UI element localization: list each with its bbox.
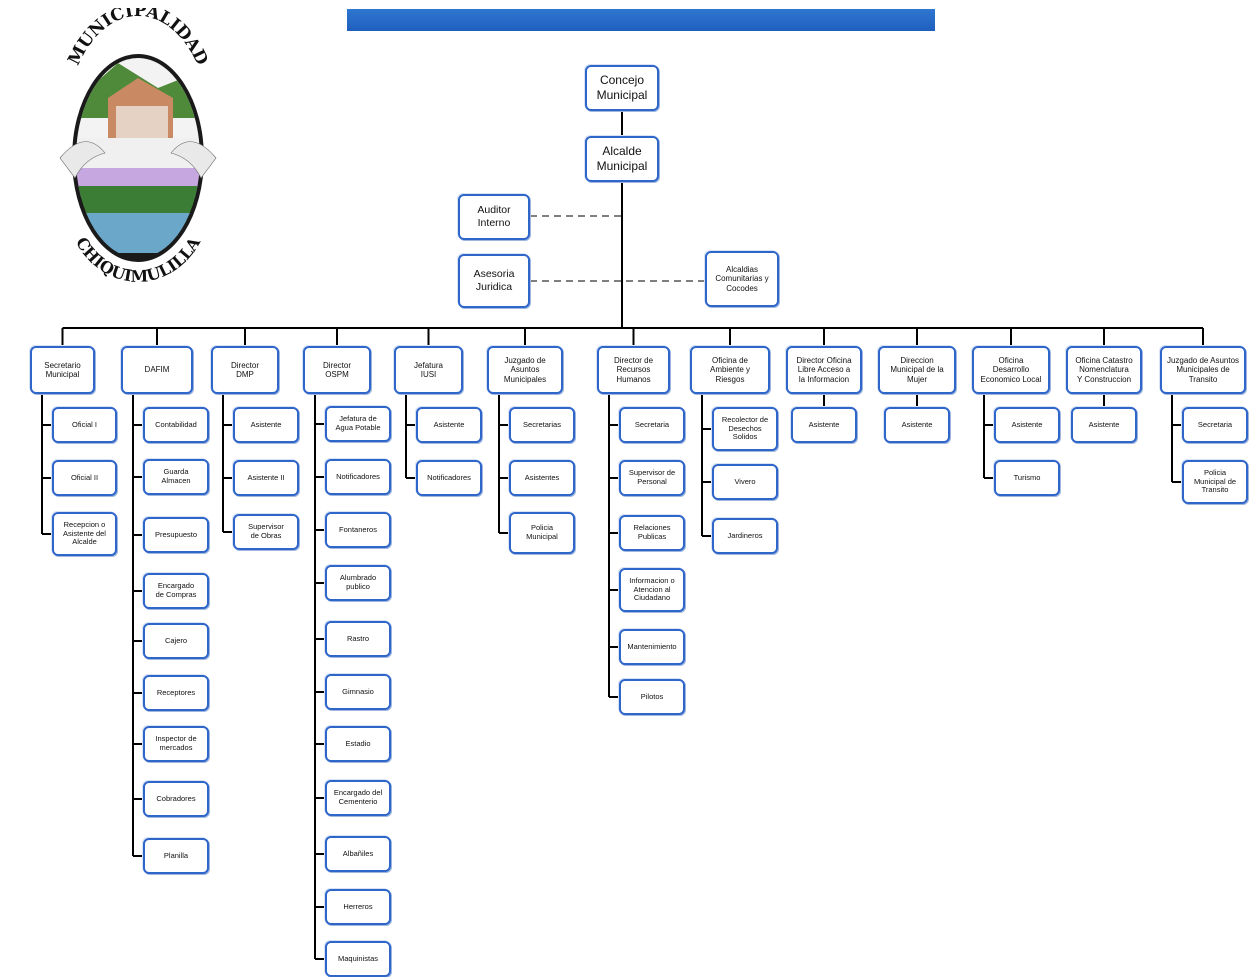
box-head-oficina-desarrollo-economico-local: Oficina Desarrollo Economico Local [972, 346, 1050, 394]
box-child-fontaneros: Fontaneros [325, 512, 391, 548]
box-child-cobradores: Cobradores [143, 781, 209, 817]
box-child-secretaria: Secretaria [619, 407, 685, 443]
box-child-rastro: Rastro [325, 621, 391, 657]
box-child-policia-municipal: Policia Municipal [509, 512, 575, 554]
box-child-asistente-ii: Asistente II [233, 460, 299, 496]
box-child-asistente: Asistente [1071, 407, 1137, 443]
box-child-presupuesto: Presupuesto [143, 517, 209, 553]
box-child-oficial-ii: Oficial II [52, 460, 117, 496]
box-child-turismo: Turismo [994, 460, 1060, 496]
box-head-oficina-de-ambiente-y-riesgos: Oficina de Ambiente y Riesgos [690, 346, 770, 394]
box-child-supervisor-de-obras: Supervisor de Obras [233, 514, 299, 550]
box-child-oficial-i: Oficial I [52, 407, 117, 443]
box-child-recolector-de-desechos-solidos: Recolector de Desechos Solidos [712, 407, 778, 451]
header-banner [347, 9, 935, 31]
box-head-oficina-catastro-nomenclatura-y-construccion: Oficina Catastro Nomenclatura Y Construc… [1066, 346, 1142, 394]
box-child-receptores: Receptores [143, 675, 209, 711]
box-child-jefatura-de-agua-potable: Jefatura de Agua Potable [325, 406, 391, 442]
box-alcalde-municipal: Alcalde Municipal [585, 136, 659, 182]
box-child-recepcion-o-asistente-del-alcalde: Recepcion o Asistente del Alcalde [52, 512, 117, 556]
box-head-director-ospm: Director OSPM [303, 346, 371, 394]
box-head-director-de-recursos-humanos: Director de Recursos Humanos [597, 346, 670, 394]
box-child-secretaria: Secretaria [1182, 407, 1248, 443]
box-child-herreros: Herreros [325, 889, 391, 925]
box-child-alumbrado-publico: Alumbrado publico [325, 565, 391, 601]
box-child-encargado-del-cementerio: Encargado del Cementerio [325, 780, 391, 816]
box-head-juzgado-de-asuntos-municipales-de-transito: Juzgado de Asuntos Municipales de Transi… [1160, 346, 1246, 394]
box-child-pilotos: Pilotos [619, 679, 685, 715]
box-child-informacion-o-atencion-al-ciudadano: Informacion o Atencion al Ciudadano [619, 568, 685, 612]
box-child-cajero: Cajero [143, 623, 209, 659]
box-child-vivero: Vivero [712, 464, 778, 500]
box-child-notificadores: Notificadores [416, 460, 482, 496]
box-child-policia-municipal-de-transito: Policia Municipal de Transito [1182, 460, 1248, 504]
box-child-relaciones-publicas: Relaciones Publicas [619, 515, 685, 551]
box-concejo-municipal: Concejo Municipal [585, 65, 659, 111]
box-asesoria-juridica: Asesoria Juridica [458, 254, 530, 308]
box-child-encargado-de-compras: Encargado de Compras [143, 573, 209, 609]
box-head-dafim: DAFIM [121, 346, 193, 394]
box-head-secretario-municipal: Secretario Municipal [30, 346, 95, 394]
box-head-direccion-municipal-de-la-mujer: Direccion Municipal de la Mujer [878, 346, 956, 394]
box-child-contabilidad: Contabilidad [143, 407, 209, 443]
box-child-planilla: Planilla [143, 838, 209, 874]
box-child-asistente: Asistente [233, 407, 299, 443]
box-child-gimnasio: Gimnasio [325, 674, 391, 710]
municipal-seal-logo: MUNICIPALIDAD CHIQUIMULILLA [59, 8, 217, 286]
box-head-juzgado-de-asuntos-municipales: Juzgado de Asuntos Municipales [487, 346, 563, 394]
box-child-maquinistas: Maquinistas [325, 941, 391, 977]
box-child-albaniles: Albañiles [325, 836, 391, 872]
box-head-director-oficina-libre-acceso-a-la-informacion: Director Oficina Libre Acceso a la Infor… [786, 346, 862, 394]
box-child-asistentes: Asistentes [509, 460, 575, 496]
box-auditor-interno: Auditor Interno [458, 194, 530, 240]
box-head-jefatura-iusi: Jefatura IUSI [394, 346, 463, 394]
box-child-asistente: Asistente [994, 407, 1060, 443]
box-child-asistente: Asistente [884, 407, 950, 443]
box-child-jardineros: Jardineros [712, 518, 778, 554]
box-child-asistente: Asistente [791, 407, 857, 443]
box-head-director-dmp: Director DMP [211, 346, 279, 394]
box-child-mantenimiento: Mantenimiento [619, 629, 685, 665]
box-alcaldias-comunitarias: Alcaldias Comunitarias y Cocodes [705, 251, 779, 307]
box-child-secretarias: Secretarias [509, 407, 575, 443]
box-child-inspector-de-mercados: Inspector de mercados [143, 726, 209, 762]
box-child-supervisor-de-personal: Supervisor de Personal [619, 460, 685, 496]
box-child-guarda-almacen: Guarda Almacen [143, 459, 209, 495]
box-child-estadio: Estadio [325, 726, 391, 762]
box-child-notificadores: Notificadores [325, 459, 391, 495]
box-child-asistente: Asistente [416, 407, 482, 443]
